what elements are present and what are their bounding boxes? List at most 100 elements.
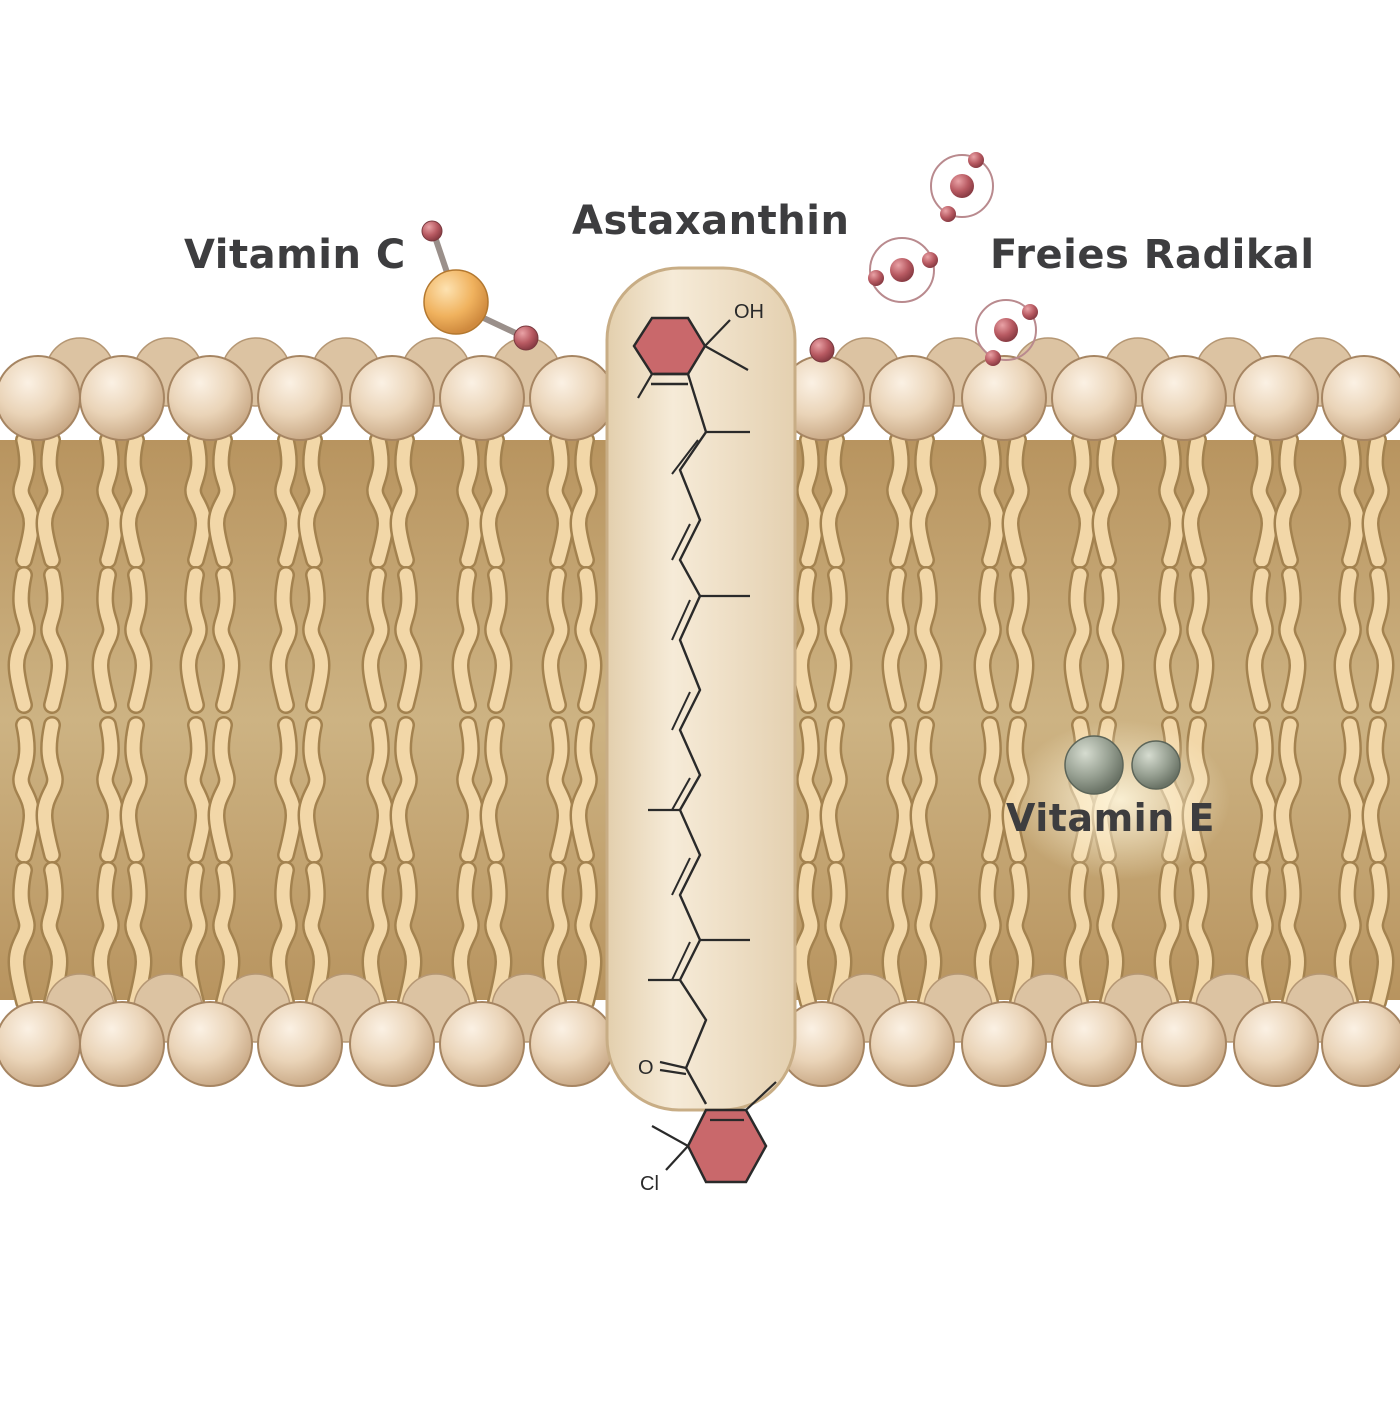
polyene-chain [678,373,708,1105]
lipid-tail [572,718,596,862]
lipid-tail [1094,433,1118,567]
lipid-tail [1156,863,1180,1009]
lipid-tail [1248,863,1272,1009]
lipid-tail [912,433,936,567]
vitamin-e-molecule [1010,720,1230,880]
lipid-heads [0,355,1400,1087]
lipid-head [349,1001,435,1087]
chlorine-label: Cl [640,1173,659,1195]
lipid-tail [454,568,478,712]
lipid-tail [276,433,300,567]
lipid-tail [976,568,1000,712]
lipid-tail [544,863,568,1009]
lipid-tail [454,863,478,1009]
lipid-tail [300,433,324,567]
lipid-tail [300,718,324,862]
lipid-head [439,355,525,441]
ketone-oxygen-label: O [638,1057,654,1079]
lipid-head [529,355,615,441]
lipid-tail [272,863,296,1009]
astaxanthin-molecule: OH O Cl [605,266,797,1195]
vitamin-c-atom-right [513,325,539,351]
free-radical-label: Freies Radikal [990,232,1315,278]
lipid-tail [1248,568,1272,712]
lipid-head [0,355,81,441]
vitamin-e-label: Vitamin E [1006,796,1215,840]
lipid-tail [1252,718,1276,862]
lipid-tail [182,863,206,1009]
vitamin-c-label: Vitamin C [184,232,406,278]
lipid-tail [884,568,908,712]
lipid-tail [94,568,118,712]
lipid-tail [1188,863,1212,1009]
lipid-head [1051,1001,1137,1087]
lipid-tail [186,433,210,567]
lipid-tail [364,863,388,1009]
astaxanthin-label: Astaxanthin [572,198,850,244]
lipid-tail [126,863,150,1009]
lipid-tail [42,863,66,1009]
free-radical-1 [930,152,994,222]
lipid-tail [916,568,940,712]
lipid-tail [14,718,38,862]
lipid-tail [576,568,600,712]
lipid-tail [794,568,818,712]
lipid-tail [980,718,1004,862]
lipid-tail [1188,568,1212,712]
lipid-tail [1368,568,1392,712]
lipid-head [869,1001,955,1087]
lipid-tail [396,863,420,1009]
lipid-tail [364,568,388,712]
radical-atom [809,337,835,363]
lipid-tail [276,718,300,862]
lipid-tail [544,568,568,712]
lipid-tail [1098,863,1122,1009]
lipid-tail [1280,863,1304,1009]
lipid-tail [272,568,296,712]
lipid-tail [794,863,818,1009]
lipid-tail [38,433,62,567]
lipid-tail [368,718,392,862]
vitamin-c-core-atom [423,269,489,335]
lipid-tail [572,433,596,567]
lipid-head [349,355,435,441]
lipid-tail [1070,433,1094,567]
lipid-tail [1336,863,1360,1009]
lipid-tail [126,568,150,712]
hydroxyl-label: OH [734,301,764,323]
lipid-head [1051,355,1137,441]
lipid-tail [10,863,34,1009]
lipid-tail [548,718,572,862]
vitamin-c-atom-top [421,220,443,242]
free-radicals [868,152,1038,366]
lipid-tail [1066,863,1090,1009]
lipid-tail [822,433,846,567]
lipid-tail [214,863,238,1009]
lipid-tails [7,431,1395,1011]
lipid-tail [392,718,416,862]
lipid-tail [976,863,1000,1009]
lipid-tail [1276,433,1300,567]
lipid-tail [482,718,506,862]
lipid-tail [1276,718,1300,862]
lipid-tail [798,433,822,567]
lipid-head [1321,1001,1400,1087]
lipid-head [79,355,165,441]
lipid-head [0,1001,81,1087]
lipid-tail [38,718,62,862]
lipid-tail [1184,433,1208,567]
lipid-tail [186,718,210,862]
lipid-tail [548,433,572,567]
lipid-tail [1160,433,1184,567]
lipid-tail [1336,568,1360,712]
lipid-tail [94,863,118,1009]
lipid-tail [1008,863,1032,1009]
lipid-head [1141,355,1227,441]
lipid-tail [122,433,146,567]
lipid-tail [1364,433,1388,567]
lipid-head [961,355,1047,441]
lipid-tail [14,433,38,567]
lipid-tail [1066,568,1090,712]
lipid-tail [486,568,510,712]
